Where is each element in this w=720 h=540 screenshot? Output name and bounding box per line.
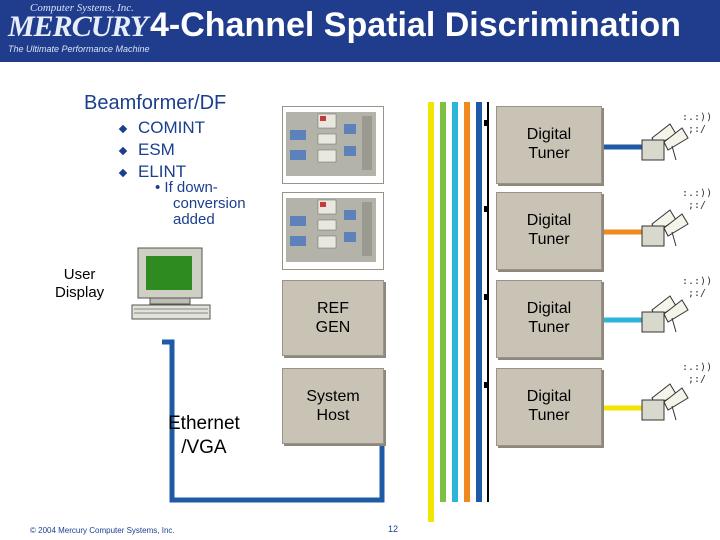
antenna-icon: :.:)) ;:/: [641, 276, 712, 333]
ref-gen-label-1: REF: [317, 300, 349, 317]
user-display-label: User Display: [55, 266, 104, 302]
bullet-elint-text: ELINT: [138, 162, 187, 181]
tuner-label-1a: Digital: [526, 126, 572, 143]
logo-tagline: The Ultimate Performance Machine: [8, 44, 150, 54]
user-display-line-1: User: [63, 266, 96, 283]
bus-black: [487, 102, 489, 502]
bus-cyan: [452, 102, 458, 502]
ethernet-line-1: Ethernet: [168, 413, 240, 434]
svg-text:;:/: ;:/: [688, 124, 706, 135]
tuner-label-3b: Tuner: [528, 319, 570, 336]
note-line-1: • If down-: [155, 179, 218, 196]
system-host-card: System Host: [282, 368, 384, 444]
header-bar: Computer Systems, Inc. MERCURY The Ultim…: [0, 0, 720, 62]
bus-green: [440, 102, 446, 502]
page-number: 12: [388, 524, 399, 534]
bus-yellow: [428, 102, 434, 522]
digital-tuner-card-3: Digital Tuner: [496, 280, 602, 358]
tuner-label-2b: Tuner: [528, 231, 570, 248]
system-host-label-1: System: [306, 388, 360, 405]
note-line-3: added: [173, 211, 215, 228]
bus-blue: [476, 102, 482, 502]
slide-title: 4-Channel Spatial Discrimination: [150, 6, 681, 44]
ethernet-vga-label: Ethernet /VGA: [168, 412, 240, 460]
tuner-label-4a: Digital: [526, 388, 572, 405]
circuit-board-icon: [286, 112, 376, 176]
diamond-bullet-icon: [118, 124, 128, 133]
bullet-esm: ESM: [118, 140, 175, 160]
svg-text::.:)): :.:)): [682, 112, 712, 123]
antenna-icon: :.:)) ;:/: [641, 188, 712, 247]
diamond-bullet-icon: [118, 168, 128, 177]
svg-text:;:/: ;:/: [688, 288, 706, 299]
beamformer-heading: Beamformer/DF: [84, 92, 227, 114]
svg-text::.:)): :.:)): [682, 276, 712, 287]
digital-tuner-card-2: Digital Tuner: [496, 192, 602, 270]
digital-tuner-card-4: Digital Tuner: [496, 368, 602, 446]
antenna-icon: :.:)) ;:/: [641, 112, 712, 161]
antenna-icon: :.:)) ;:/: [641, 362, 712, 421]
ref-gen-card: REF GEN: [282, 280, 384, 356]
bullet-comint: COMINT: [118, 118, 206, 138]
ref-gen-label-2: GEN: [315, 319, 351, 336]
tuner-label-1b: Tuner: [528, 145, 570, 162]
copyright-footer: © 2004 Mercury Computer Systems, Inc.: [30, 526, 175, 535]
beamformer-card-2: [282, 192, 384, 270]
system-host-label-2: Host: [316, 407, 350, 424]
circuit-board-icon: [286, 198, 376, 262]
computer-icon: [131, 247, 211, 320]
downconversion-note: • If down- conversion added: [155, 180, 246, 228]
bullet-comint-text: COMINT: [138, 118, 206, 137]
svg-text::.:)): :.:)): [682, 188, 712, 199]
logo-company-line: Computer Systems, Inc.: [30, 2, 134, 14]
bus-orange: [464, 102, 470, 502]
tuner-label-2a: Digital: [526, 212, 572, 229]
beamformer-card-1: [282, 106, 384, 184]
digital-tuner-card-1: Digital Tuner: [496, 106, 602, 184]
svg-text:;:/: ;:/: [688, 200, 706, 211]
ethernet-cable: [162, 339, 385, 503]
tuner-label-4b: Tuner: [528, 407, 570, 424]
ethernet-line-2: /VGA: [181, 437, 227, 458]
diamond-bullet-icon: [118, 146, 128, 155]
user-display-line-2: Display: [55, 284, 105, 301]
bullet-elint: ELINT: [118, 162, 187, 182]
svg-text:;:/: ;:/: [688, 374, 706, 385]
mercury-logo: MERCURY: [8, 10, 148, 43]
svg-text::.:)): :.:)): [682, 362, 712, 373]
tuner-label-3a: Digital: [526, 300, 572, 317]
note-line-2: conversion: [173, 195, 246, 212]
bullet-esm-text: ESM: [138, 140, 175, 159]
